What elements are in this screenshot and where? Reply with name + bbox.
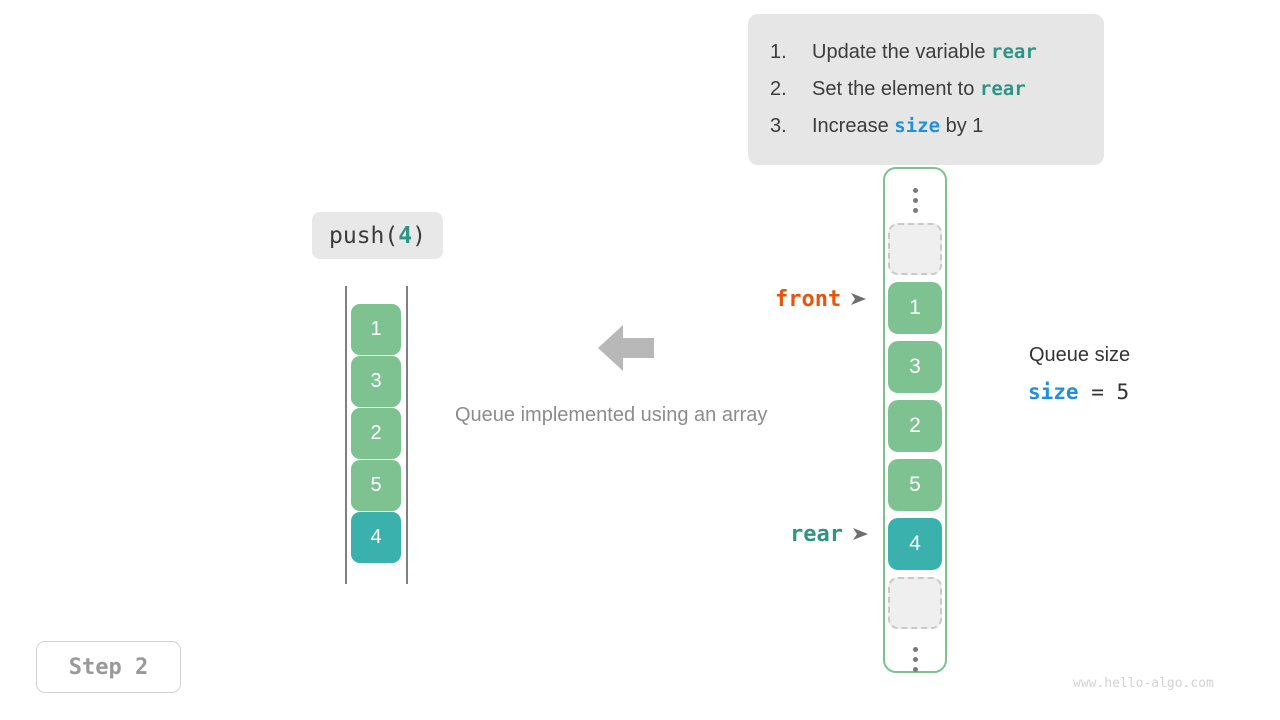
size-value: 5	[1116, 380, 1130, 404]
instruction-text: Set the element to	[812, 78, 980, 100]
step-badge: Step 2	[36, 641, 181, 693]
array-representation: 1 3 2 5 4	[345, 286, 409, 584]
queue-slot-list: 1 3 2 5 4	[888, 177, 942, 682]
left-arrow-icon	[596, 322, 656, 374]
instruction-keyword: rear	[979, 78, 1026, 100]
rear-pointer-text: rear	[790, 522, 843, 547]
dot	[912, 666, 918, 672]
instruction-item: 3. Increase size by 1	[770, 108, 1082, 145]
operation-prefix: push(	[329, 222, 399, 249]
pointer-arrow-icon	[852, 522, 870, 547]
queue-slot: 2	[888, 400, 942, 452]
instruction-item: 2. Set the element to rear	[770, 71, 1082, 108]
instruction-text: Update the variable	[812, 41, 992, 63]
dot	[912, 197, 918, 203]
array-cell: 3	[351, 356, 401, 407]
instruction-text-tail: by 1	[940, 115, 984, 137]
instruction-item: 1. Update the variable rear	[770, 34, 1082, 71]
instruction-number: 2.	[770, 78, 787, 100]
array-cell-highlighted: 4	[351, 512, 401, 563]
queue-container: 1 3 2 5 4	[883, 167, 947, 673]
array-cell: 2	[351, 408, 401, 459]
diagram-caption: Queue implemented using an array	[455, 404, 768, 426]
instruction-number: 1.	[770, 41, 787, 63]
queue-slot: 5	[888, 459, 942, 511]
array-bracket-right	[406, 286, 408, 584]
ellipsis-top-icon	[912, 177, 918, 223]
array-cell: 1	[351, 304, 401, 355]
front-pointer-text: front	[775, 287, 842, 312]
instruction-keyword: rear	[991, 41, 1037, 63]
array-cell: 5	[351, 460, 401, 511]
rear-pointer-label: rear	[790, 522, 870, 547]
instruction-number: 3.	[770, 115, 787, 137]
instruction-text: Increase	[812, 115, 895, 137]
array-cell-list: 1 3 2 5 4	[351, 304, 401, 563]
dot	[912, 187, 918, 193]
operation-label: push(4)	[312, 212, 443, 259]
dot	[912, 656, 918, 662]
queue-slot-empty	[888, 223, 942, 275]
queue-slot: 1	[888, 282, 942, 334]
queue-size-expression: size = 5	[1028, 380, 1129, 404]
front-pointer-label: front	[775, 287, 868, 312]
watermark: www.hello-algo.com	[1073, 676, 1214, 691]
queue-slot-empty	[888, 577, 942, 629]
operation-argument: 4	[398, 222, 413, 249]
queue-slot-highlighted: 4	[888, 518, 942, 570]
size-variable-name: size	[1028, 380, 1079, 404]
pointer-arrow-icon	[850, 287, 868, 312]
dot	[912, 646, 918, 652]
queue-size-title: Queue size	[1029, 344, 1131, 366]
instruction-keyword: size	[894, 115, 941, 137]
queue-slot: 3	[888, 341, 942, 393]
operation-suffix: )	[412, 222, 426, 249]
instruction-card: 1. Update the variable rear 2. Set the e…	[748, 14, 1104, 165]
array-bracket-left	[345, 286, 347, 584]
size-equals: =	[1078, 380, 1117, 404]
ellipsis-bottom-icon	[912, 636, 918, 682]
dot	[912, 207, 918, 213]
